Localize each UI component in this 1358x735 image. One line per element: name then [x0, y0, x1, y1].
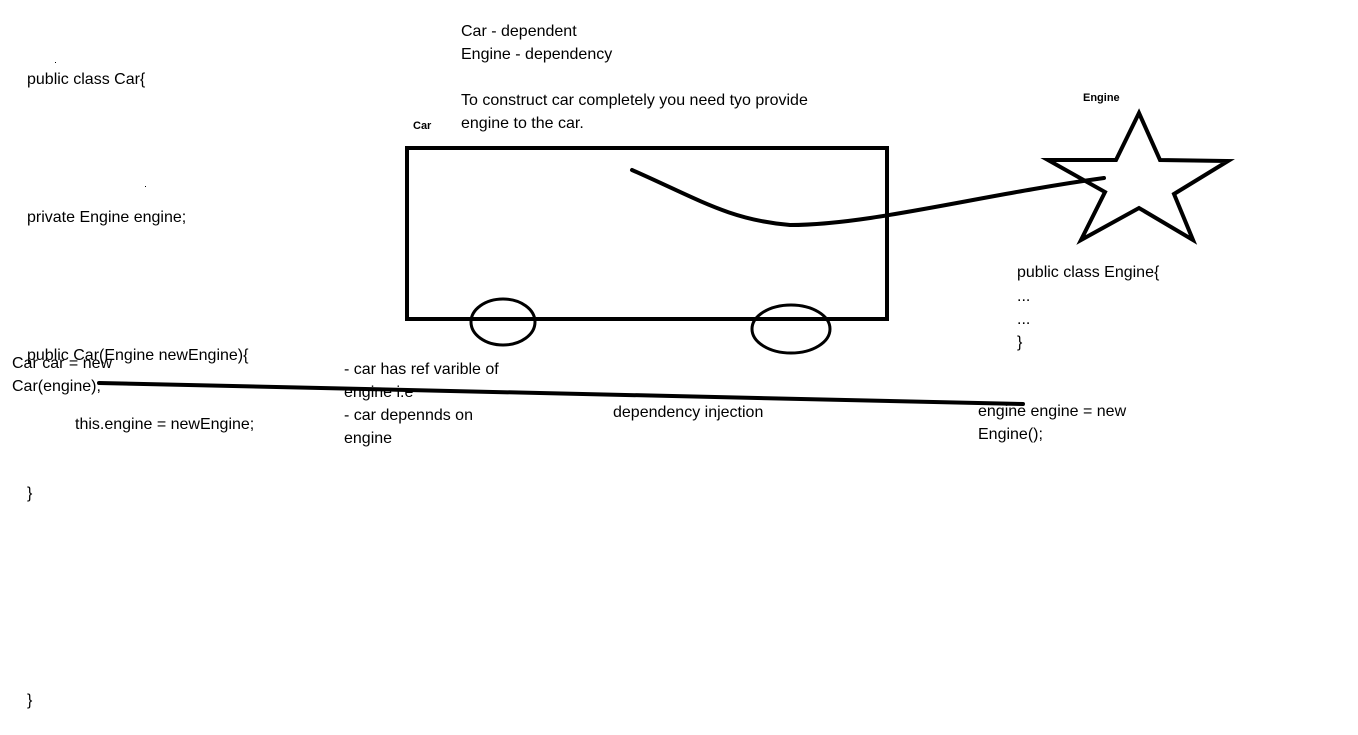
explanation-line-2: engine to the car.	[461, 115, 584, 132]
engine-class-close: }	[1017, 334, 1023, 351]
engine-label: Engine	[1083, 92, 1120, 104]
car-front-wheel	[469, 297, 537, 347]
car-constructor-close: }	[27, 485, 33, 502]
note-line-3: - car depennds on	[344, 407, 473, 424]
engine-instantiation-line-1: engine engine = new	[978, 403, 1127, 420]
diagram-canvas	[55, 62, 1235, 406]
speck	[55, 62, 56, 63]
car-class-code: public class Car{ private Engine engine;…	[27, 22, 254, 735]
engine-star	[1040, 108, 1235, 245]
note-line-1: - car has ref varible of	[344, 361, 499, 378]
car-class-close: }	[27, 692, 33, 709]
car-instantiation-line-1: Car car = new	[12, 355, 113, 372]
engine-class-declaration: public class Engine{	[1017, 264, 1160, 281]
car-class-declaration: public class Car{	[27, 71, 146, 88]
note-line-4: engine	[344, 430, 393, 447]
car-label: Car	[413, 120, 432, 132]
blank-line	[27, 620, 254, 643]
definition-dependency: Engine - dependency	[461, 46, 613, 63]
speck	[145, 186, 146, 187]
explanation-line-1: To construct car completely you need tyo…	[461, 92, 808, 109]
blank-line	[27, 275, 254, 298]
dependency-injection-label: dependency injection	[613, 404, 764, 421]
definition-dependent: Car - dependent	[461, 23, 577, 40]
note-line-2: engine i.e	[344, 384, 414, 401]
car-constructor-signature: public Car(Engine newEngine){	[27, 347, 249, 364]
car-rear-wheel	[750, 303, 832, 355]
car-engine-connection-curve	[630, 168, 1106, 228]
car-constructor-body: this.engine = newEngine;	[75, 416, 255, 433]
injection-line	[97, 381, 1025, 406]
blank-line	[27, 137, 254, 160]
car-instantiation-line-2: Car(engine);	[12, 378, 101, 395]
engine-class-ellipsis-1: ...	[1017, 288, 1031, 305]
engine-instantiation-line-2: Engine();	[978, 426, 1043, 443]
car-body-rectangle	[405, 146, 889, 321]
engine-class-ellipsis-2: ...	[1017, 311, 1031, 328]
car-engine-field: private Engine engine;	[27, 209, 187, 226]
blank-line	[27, 551, 254, 574]
